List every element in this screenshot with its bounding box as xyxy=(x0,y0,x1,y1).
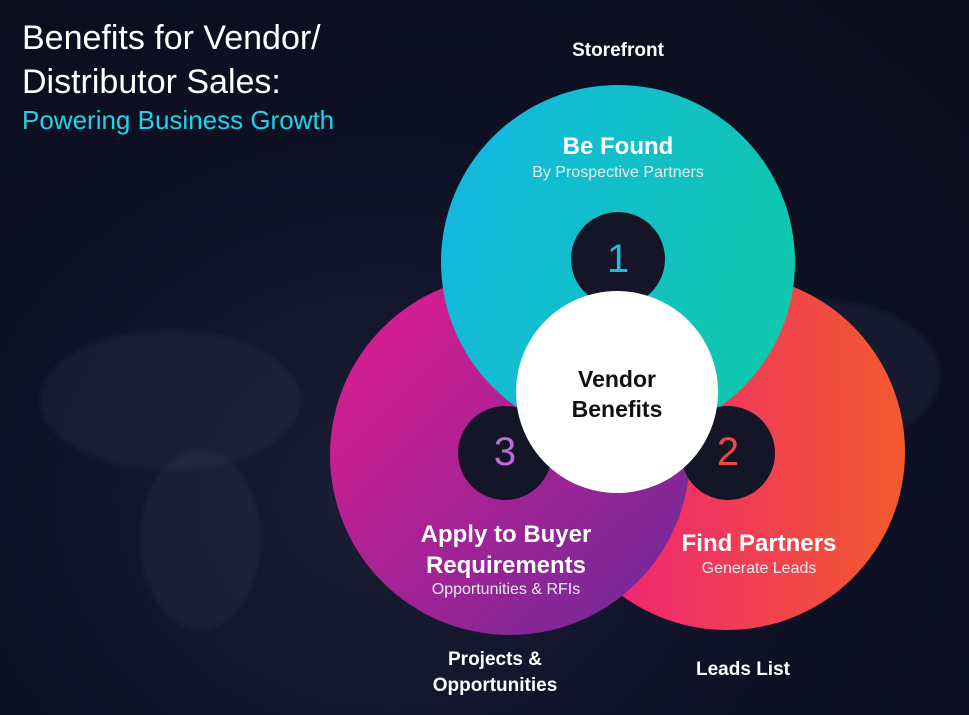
segment-1-subheading: By Prospective Partners xyxy=(532,164,704,181)
badge-1 xyxy=(571,212,665,306)
outer-label-projects: Projects & Opportunities xyxy=(405,647,585,699)
segment-1-number: 1 xyxy=(606,237,630,281)
center-circle xyxy=(516,291,718,493)
segment-3-heading: Apply to Buyer Requirements xyxy=(396,519,616,581)
page-subtitle: Powering Business Growth xyxy=(22,105,335,135)
outer-label-storefront: Storefront xyxy=(572,40,664,61)
segment-3-heading-line1: Apply to Buyer xyxy=(420,521,592,548)
segment-2-number: 2 xyxy=(716,430,740,474)
outer-label-projects-line1: Projects & xyxy=(448,649,542,670)
segment-1-heading: Be Found xyxy=(562,133,674,160)
outer-label-projects-line2: Opportunities xyxy=(432,675,558,696)
title-line-1: Benefits for Vendor/ xyxy=(22,19,321,57)
map-shape xyxy=(140,450,260,630)
segment-3-subheading: Opportunities & RFIs xyxy=(431,581,581,598)
segment-2-subheading: Generate Leads xyxy=(701,560,817,577)
segment-2-heading: Find Partners xyxy=(681,530,837,557)
segment-3-heading-line2: Requirements xyxy=(425,552,587,579)
segment-3-number: 3 xyxy=(493,430,517,474)
outer-label-leads-list: Leads List xyxy=(696,659,790,680)
title-line-2: Distributor Sales: xyxy=(22,63,281,101)
center-label-line2: Benefits xyxy=(571,396,663,422)
center-label: Vendor Benefits xyxy=(537,364,697,424)
center-label-line1: Vendor xyxy=(578,366,656,392)
page-title: Benefits for Vendor/ Distributor Sales: xyxy=(22,16,321,104)
map-shape xyxy=(40,330,300,470)
